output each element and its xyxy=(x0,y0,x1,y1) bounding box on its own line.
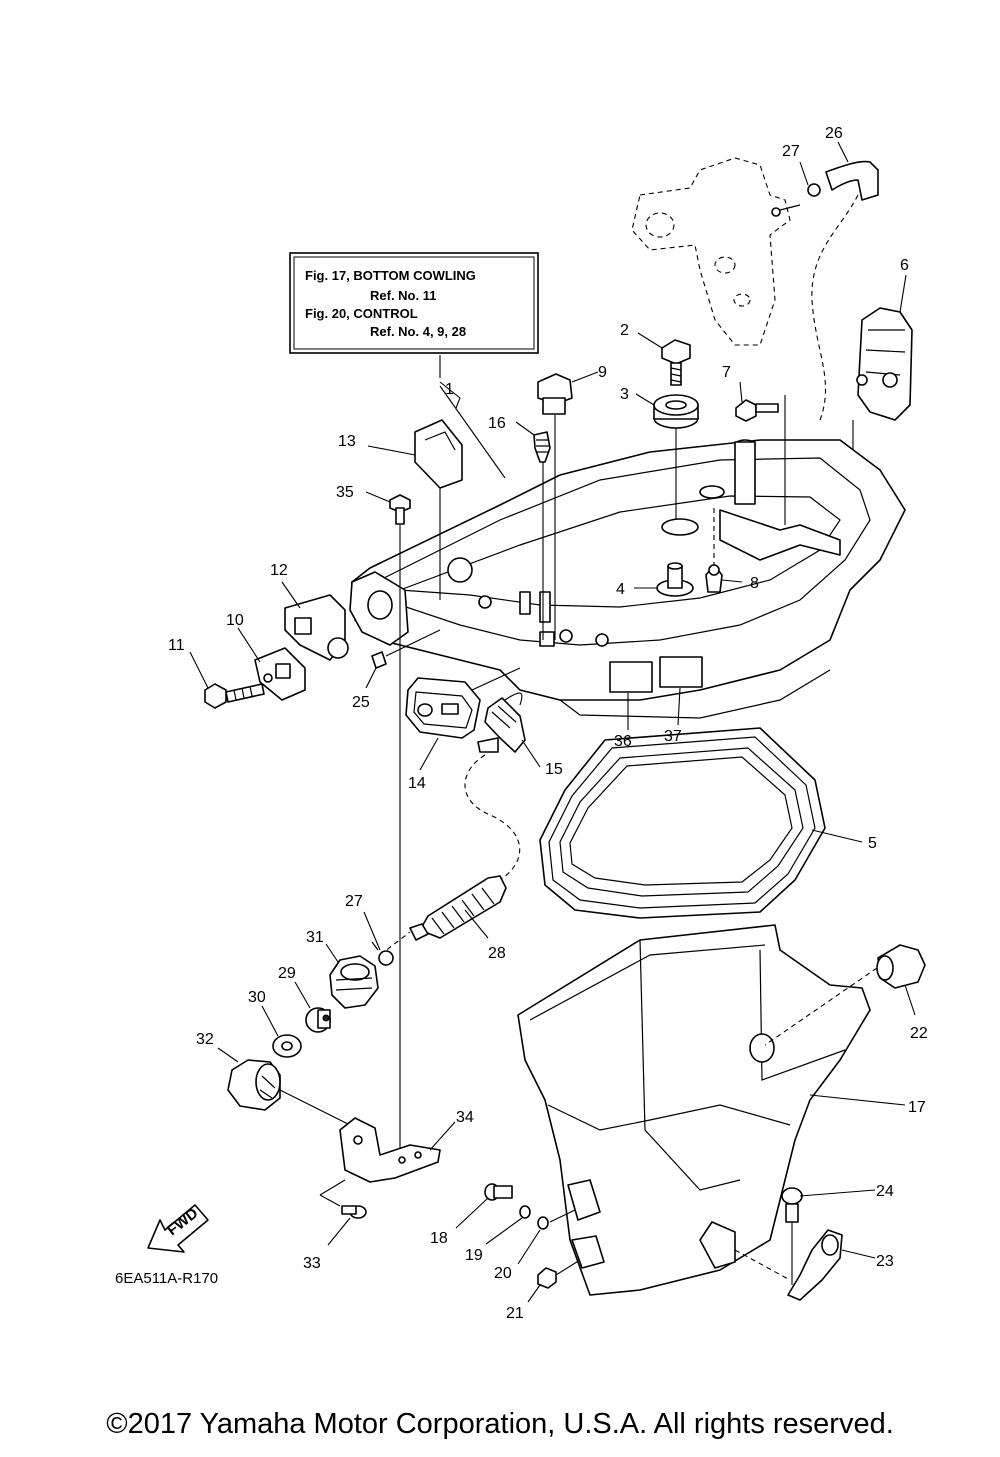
callout-2: 2 xyxy=(620,322,629,339)
nut-21 xyxy=(537,1259,581,1289)
callout-3: 3 xyxy=(620,386,629,403)
ref-line-4: Ref. No. 4, 9, 28 xyxy=(370,324,466,339)
callout-11: 11 xyxy=(168,637,185,654)
ref-line-2: Ref. No. 11 xyxy=(370,288,436,303)
callout-31: 31 xyxy=(306,929,324,946)
callout-30: 30 xyxy=(248,989,266,1006)
engine-bracket-phantom xyxy=(631,157,801,346)
callout-18: 18 xyxy=(430,1230,448,1247)
plug-16 xyxy=(533,431,551,640)
clip-13 xyxy=(414,419,463,600)
seal-25 xyxy=(371,629,441,669)
callout-5: 5 xyxy=(868,835,877,852)
fitting-8 xyxy=(705,508,723,593)
callout-labels: 1 2 3 4 5 6 7 8 9 10 11 12 13 14 15 16 1… xyxy=(168,125,928,1322)
callout-9: 9 xyxy=(598,364,607,381)
washer-20 xyxy=(537,1209,576,1230)
ref-line-3: Fig. 20, CONTROL xyxy=(305,306,418,321)
callout-7: 7 xyxy=(722,364,731,381)
callout-34: 34 xyxy=(456,1109,474,1126)
clip-27-upper xyxy=(807,183,821,197)
label-37 xyxy=(659,656,703,688)
ref-line-1: Fig. 17, BOTTOM COWLING xyxy=(305,268,476,283)
callout-6: 6 xyxy=(900,257,909,274)
washer-19 xyxy=(519,1205,531,1219)
grommet-22 xyxy=(764,944,926,1046)
button-29 xyxy=(305,1007,331,1033)
callout-26: 26 xyxy=(825,125,843,142)
reference-box: Fig. 17, BOTTOM COWLING Ref. No. 11 Fig.… xyxy=(289,252,539,378)
fwd-arrow-icon: FWD xyxy=(147,1204,209,1253)
callout-14: 14 xyxy=(408,775,426,792)
bracket-12 xyxy=(284,594,349,661)
callout-25: 25 xyxy=(352,694,370,711)
bolt-18 xyxy=(484,1183,513,1201)
plug-9 xyxy=(537,373,573,640)
grommet-3 xyxy=(653,394,699,520)
grommet-14 xyxy=(405,667,521,739)
lower-cowling-17 xyxy=(517,924,906,1296)
bolt-2 xyxy=(661,339,691,386)
bolt-7 xyxy=(735,395,786,525)
callout-28: 28 xyxy=(488,945,506,962)
callout-33: 33 xyxy=(303,1255,321,1272)
gasket-5 xyxy=(539,727,863,919)
plate-10 xyxy=(254,647,306,701)
callout-10: 10 xyxy=(226,612,244,629)
washer-30 xyxy=(272,1034,302,1058)
housing-32 xyxy=(227,1059,351,1126)
nut-31 xyxy=(329,955,379,1009)
callout-4: 4 xyxy=(616,581,625,598)
callout-20: 20 xyxy=(494,1265,512,1282)
callout-37: 37 xyxy=(664,728,682,745)
callout-22: 22 xyxy=(910,1025,928,1042)
callout-24: 24 xyxy=(876,1183,894,1200)
callout-15: 15 xyxy=(545,761,563,778)
callout-35: 35 xyxy=(336,484,354,501)
bracket-34 xyxy=(319,1117,441,1207)
callout-29: 29 xyxy=(278,965,296,982)
cable-28 xyxy=(379,875,507,956)
hose-26 xyxy=(807,160,879,421)
callout-12: 12 xyxy=(270,562,288,579)
callout-27a: 27 xyxy=(782,143,800,160)
copyright-notice: ©2017 Yamaha Motor Corporation, U.S.A. A… xyxy=(106,1408,894,1440)
diagram-code: 6EA511A-R170 xyxy=(115,1270,218,1287)
callout-36: 36 xyxy=(614,733,632,750)
bolt-11 xyxy=(204,683,265,709)
callout-23: 23 xyxy=(876,1253,894,1270)
bolt-33 xyxy=(341,1205,367,1219)
callout-19: 19 xyxy=(465,1247,483,1264)
screw-35 xyxy=(389,494,411,1155)
callout-17: 17 xyxy=(908,1099,926,1116)
callout-32: 32 xyxy=(196,1031,214,1048)
callout-leaders xyxy=(189,141,907,1303)
callout-8: 8 xyxy=(750,575,759,592)
callout-27b: 27 xyxy=(345,893,363,910)
label-36 xyxy=(609,661,653,693)
grommet-15 xyxy=(464,692,526,881)
clip-27-lower xyxy=(371,941,394,966)
callout-13: 13 xyxy=(338,433,356,450)
callout-1: 1 xyxy=(445,381,454,398)
screw-24 xyxy=(781,1187,876,1285)
callout-21: 21 xyxy=(506,1305,524,1322)
callout-16: 16 xyxy=(488,415,506,432)
bracket-23 xyxy=(734,1229,843,1301)
